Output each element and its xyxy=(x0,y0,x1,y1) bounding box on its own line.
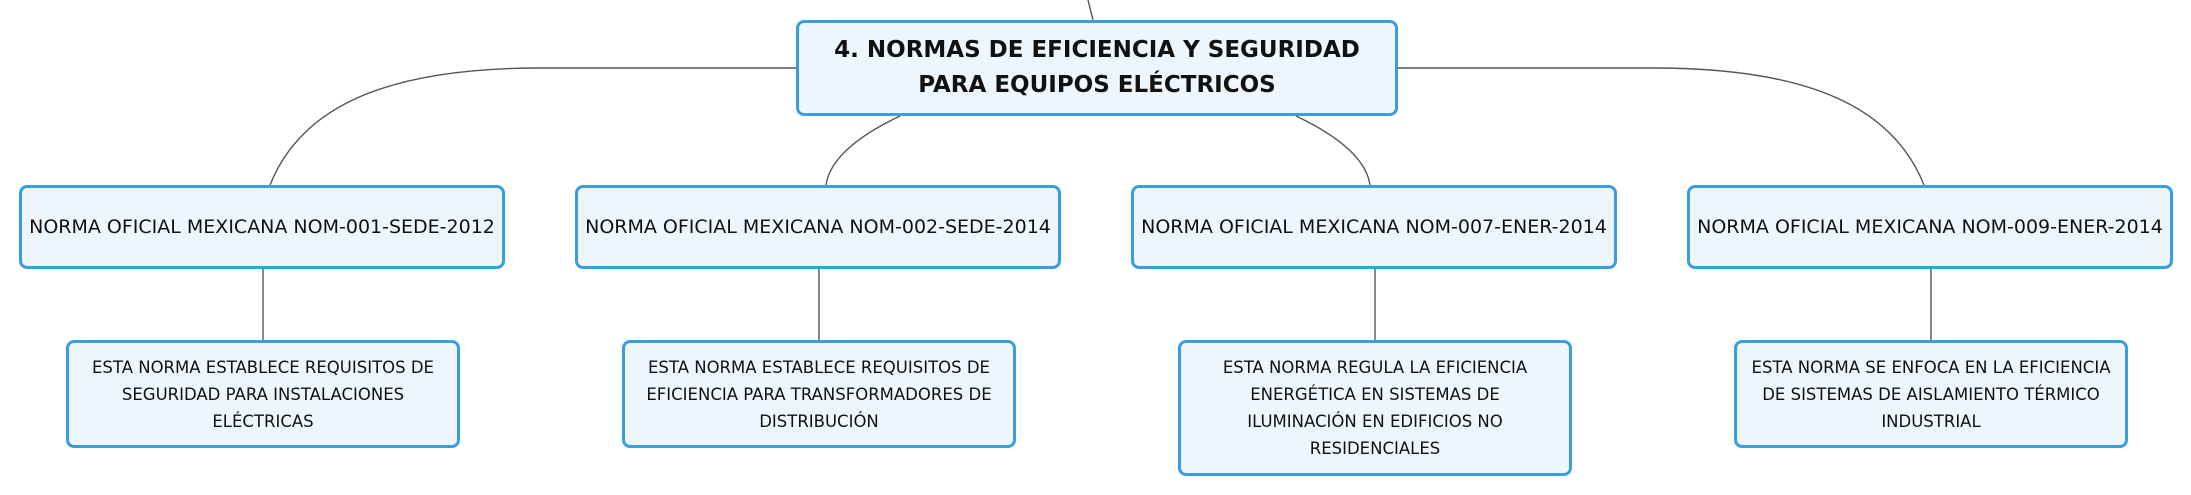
branch-topic-label: NORMA OFICIAL MEXICANA NOM-002-SEDE-2014 xyxy=(585,216,1051,238)
subtopic-nom-002-description[interactable]: ESTA NORMA ESTABLECE REQUISITOS DE EFICI… xyxy=(622,340,1016,448)
subtopic-label: ESTA NORMA ESTABLECE REQUISITOS DE SEGUR… xyxy=(92,357,434,431)
connector-parent-up xyxy=(1087,0,1094,21)
branch-topic-nom-001[interactable]: NORMA OFICIAL MEXICANA NOM-001-SEDE-2012 xyxy=(19,185,505,269)
central-topic[interactable]: 4. NORMAS DE EFICIENCIA Y SEGURIDAD PARA… xyxy=(796,20,1398,116)
branch-topic-label: NORMA OFICIAL MEXICANA NOM-001-SEDE-2012 xyxy=(29,216,495,238)
connector-central-branch-3 xyxy=(1295,115,1371,186)
branch-topic-nom-002[interactable]: NORMA OFICIAL MEXICANA NOM-002-SEDE-2014 xyxy=(575,185,1061,269)
subtopic-label: ESTA NORMA ESTABLECE REQUISITOS DE EFICI… xyxy=(646,357,992,431)
branch-topic-nom-007[interactable]: NORMA OFICIAL MEXICANA NOM-007-ENER-2014 xyxy=(1131,185,1617,269)
subtopic-nom-001-description[interactable]: ESTA NORMA ESTABLECE REQUISITOS DE SEGUR… xyxy=(66,340,460,448)
subtopic-nom-009-description[interactable]: ESTA NORMA SE ENFOCA EN LA EFICIENCIA DE… xyxy=(1734,340,2128,448)
branch-topic-label: NORMA OFICIAL MEXICANA NOM-009-ENER-2014 xyxy=(1697,216,2163,238)
branch-topic-nom-009[interactable]: NORMA OFICIAL MEXICANA NOM-009-ENER-2014 xyxy=(1687,185,2173,269)
connector-central-branch-4 xyxy=(1398,67,1925,186)
connector-central-branch-1 xyxy=(269,67,796,186)
connector-central-branch-2 xyxy=(825,115,901,186)
subtopic-label: ESTA NORMA SE ENFOCA EN LA EFICIENCIA DE… xyxy=(1751,357,2111,431)
branch-topic-label: NORMA OFICIAL MEXICANA NOM-007-ENER-2014 xyxy=(1141,216,1607,238)
subtopic-nom-007-description[interactable]: ESTA NORMA REGULA LA EFICIENCIA ENERGÉTI… xyxy=(1178,340,1572,476)
subtopic-label: ESTA NORMA REGULA LA EFICIENCIA ENERGÉTI… xyxy=(1222,358,1528,458)
central-topic-label: 4. NORMAS DE EFICIENCIA Y SEGURIDAD PARA… xyxy=(834,37,1360,98)
